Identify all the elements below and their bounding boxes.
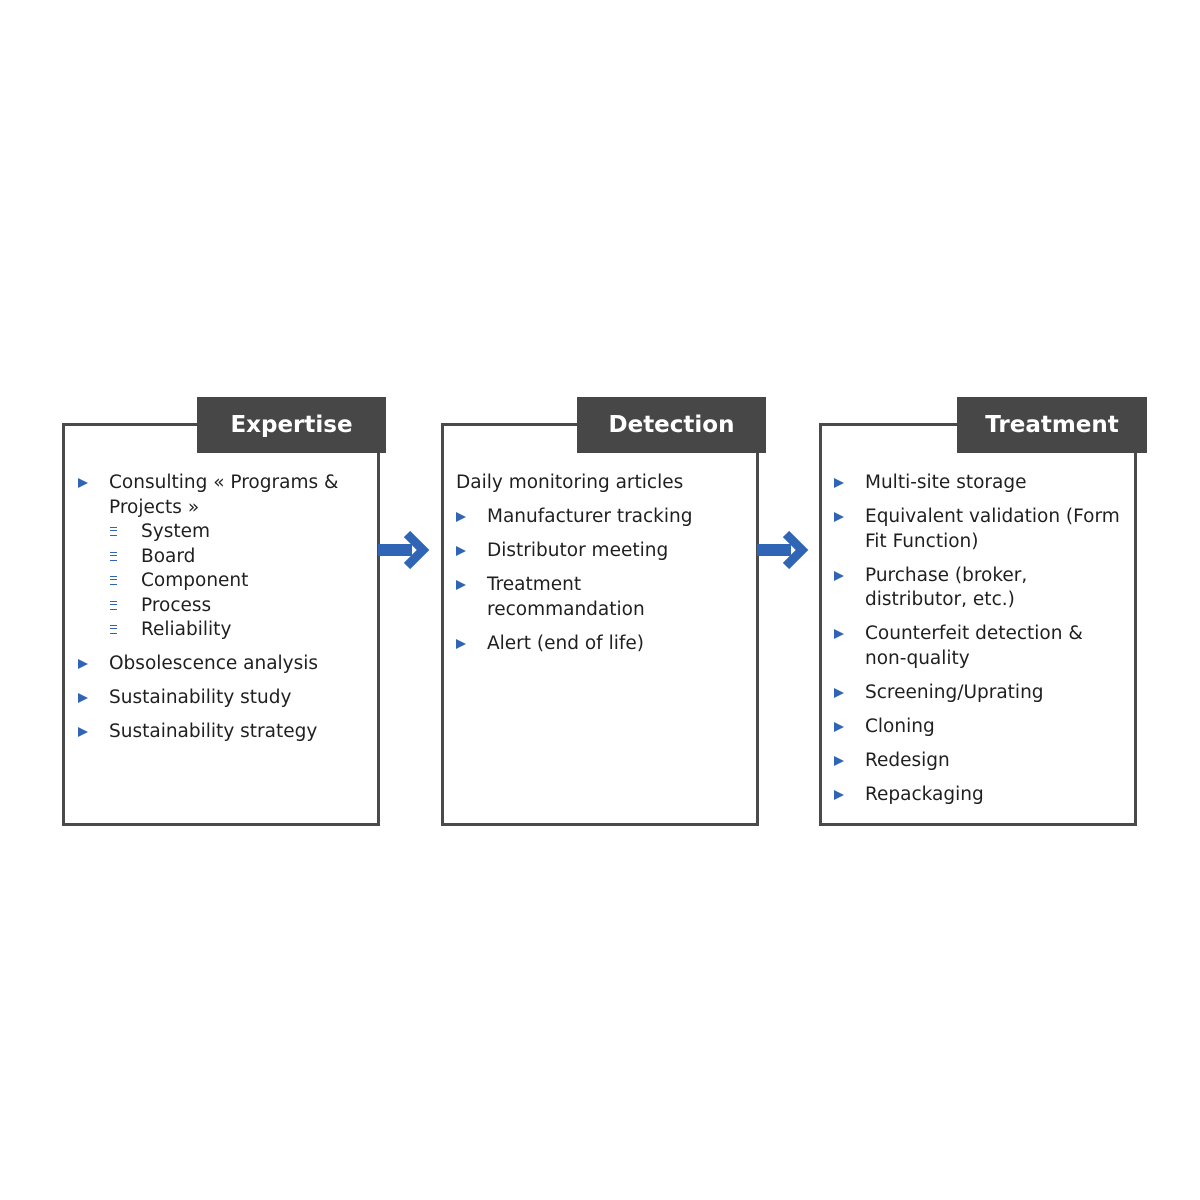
- expertise-item-label: Consulting « Programs & Projects »: [109, 472, 339, 518]
- sub-item-component: Component: [109, 569, 350, 594]
- treatment-item-repackaging: Repackaging: [834, 783, 1126, 808]
- triangle-bullet-icon: [834, 512, 844, 522]
- triangle-bullet-icon: [456, 512, 466, 522]
- expertise-panel: [62, 423, 380, 826]
- treatment-list: Multi-site storage Equivalent validation…: [834, 471, 1126, 817]
- sub-item-label: System: [141, 521, 210, 542]
- detection-item-alert: Alert (end of life): [456, 632, 741, 657]
- expertise-header: Expertise: [197, 397, 386, 453]
- arrow-right-icon: [378, 530, 430, 570]
- triangle-bullet-icon: [834, 755, 844, 766]
- sub-item-label: Process: [141, 594, 212, 616]
- triangle-bullet-icon: [834, 721, 844, 732]
- triangle-bullet-icon: [456, 638, 466, 649]
- triple-bar-icon: [110, 625, 117, 634]
- treatment-item-storage: Multi-site storage: [834, 471, 1126, 496]
- triangle-bullet-icon: [834, 478, 844, 488]
- treatment-item-purchase: Purchase (broker, distributor, etc.): [834, 564, 1080, 613]
- expertise-title: Expertise: [230, 412, 353, 438]
- detection-panel: [441, 423, 759, 826]
- triangle-bullet-icon: [78, 478, 88, 488]
- sub-item-process: Process: [109, 594, 350, 619]
- triangle-bullet-icon: [456, 546, 466, 556]
- treatment-item-label: Equivalent validation (Form Fit Function…: [865, 506, 1120, 552]
- triangle-bullet-icon: [834, 629, 844, 639]
- detection-intro: Daily monitoring articles: [456, 471, 741, 496]
- expertise-item-obsolescence: Obsolescence analysis: [78, 652, 350, 677]
- treatment-item-screening: Screening/Uprating: [834, 681, 1126, 706]
- arrow-right-icon: [757, 530, 809, 570]
- treatment-item-label: Screening/Uprating: [865, 681, 1044, 703]
- treatment-panel: [819, 423, 1137, 826]
- sub-item-label: Reliability: [141, 619, 232, 640]
- triangle-bullet-icon: [78, 693, 88, 703]
- expertise-item-label: Sustainability strategy: [109, 721, 318, 742]
- detection-item-manufacturer: Manufacturer tracking: [456, 505, 741, 530]
- detection-item-distributor: Distributor meeting: [456, 539, 741, 564]
- triple-bar-icon: [110, 576, 117, 585]
- sub-item-label: Component: [141, 570, 249, 591]
- detection-item-label: Manufacturer tracking: [487, 506, 693, 527]
- consulting-sublist: System Board Component Process Reliabili…: [109, 520, 350, 643]
- treatment-item-counterfeit: Counterfeit detection & non-quality: [834, 622, 1127, 671]
- detection-header: Detection: [577, 397, 766, 453]
- triangle-bullet-icon: [78, 727, 88, 737]
- treatment-item-equivalent: Equivalent validation (Form Fit Function…: [834, 505, 1126, 554]
- treatment-item-label: Purchase (broker, distributor, etc.): [865, 564, 1028, 611]
- detection-item-label: Treatment recommandation: [487, 574, 645, 620]
- detection-item-treatment: Treatment recommandation: [456, 573, 677, 622]
- triangle-bullet-icon: [834, 789, 844, 800]
- sub-item-reliability: Reliability: [109, 618, 350, 643]
- treatment-item-label: Multi-site storage: [865, 472, 1027, 493]
- expertise-item-study: Sustainability study: [78, 686, 350, 711]
- triple-bar-icon: [110, 527, 117, 536]
- treatment-item-label: Counterfeit detection & non-quality: [865, 623, 1083, 669]
- treatment-item-redesign: Redesign: [834, 749, 1126, 774]
- detection-item-label: Alert (end of life): [487, 632, 644, 654]
- detection-item-label: Distributor meeting: [487, 540, 669, 561]
- treatment-header: Treatment: [957, 397, 1147, 453]
- detection-title: Detection: [608, 412, 735, 438]
- triangle-bullet-icon: [834, 570, 844, 581]
- expertise-list: Consulting « Programs & Projects » Syste…: [78, 471, 350, 754]
- treatment-item-label: Redesign: [865, 749, 950, 771]
- detection-list: Daily monitoring articles Manufacturer t…: [456, 471, 741, 666]
- triple-bar-icon: [110, 600, 117, 610]
- expertise-item-label: Sustainability study: [109, 687, 292, 708]
- expertise-item-strategy: Sustainability strategy: [78, 720, 350, 745]
- sub-item-board: Board: [109, 545, 350, 570]
- detection-intro-label: Daily monitoring articles: [456, 472, 684, 493]
- triangle-bullet-icon: [834, 687, 844, 698]
- sub-item-label: Board: [141, 545, 196, 567]
- treatment-item-label: Repackaging: [865, 783, 984, 805]
- treatment-item-cloning: Cloning: [834, 715, 1126, 740]
- expertise-item-label: Obsolescence analysis: [109, 653, 319, 674]
- expertise-item-consulting: Consulting « Programs & Projects » Syste…: [78, 471, 350, 643]
- sub-item-system: System: [109, 520, 350, 545]
- treatment-item-label: Cloning: [865, 715, 935, 737]
- triangle-bullet-icon: [78, 659, 88, 669]
- triple-bar-icon: [110, 551, 117, 561]
- triangle-bullet-icon: [456, 580, 466, 590]
- treatment-title: Treatment: [985, 412, 1119, 438]
